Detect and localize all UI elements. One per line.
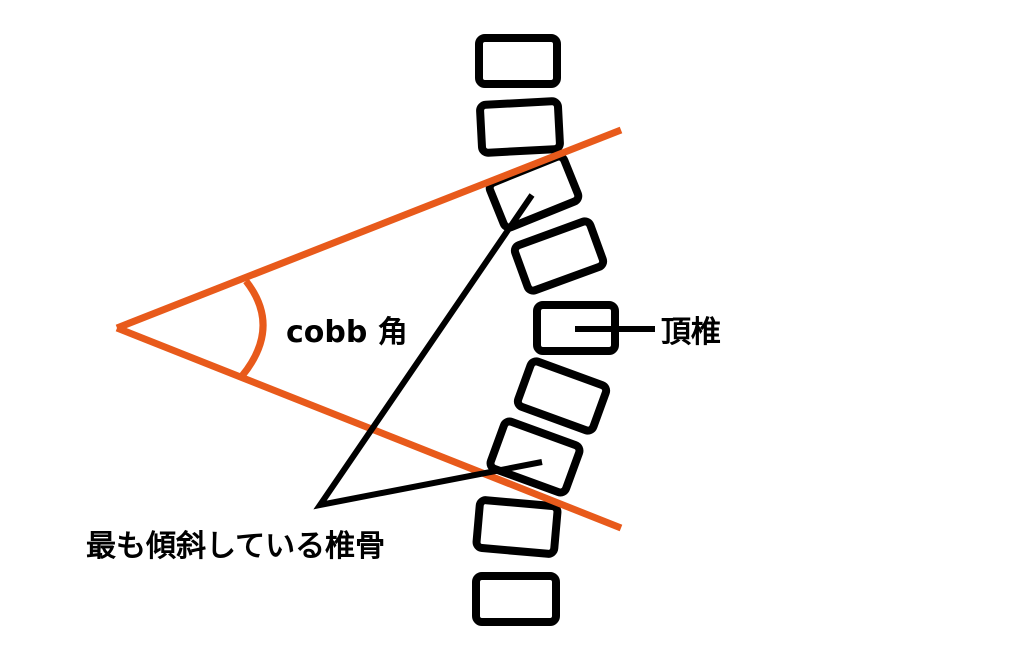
- most-tilted-pointer: [313, 193, 543, 510]
- upper-endplate-line: [115, 126, 623, 332]
- pointer-lines: [313, 193, 655, 510]
- most-tilted-vertebrae-label: 最も傾斜している椎骨: [86, 529, 385, 564]
- vertebra-2: [476, 97, 564, 157]
- apex-vertebra-label: 頂椎: [661, 315, 721, 350]
- cobb-angle-lines: [115, 126, 623, 532]
- vertebra-8: [472, 496, 562, 558]
- cobb-angle-label: cobb 角: [286, 315, 408, 350]
- vertebra-1: [475, 34, 561, 88]
- spine: [472, 34, 619, 626]
- angle-arc: [239, 278, 267, 379]
- vertebra-6: [513, 357, 611, 435]
- lower-endplate-line: [115, 324, 623, 532]
- vertebra-4: [510, 217, 608, 295]
- vertebra-7-lower-tilted: [486, 417, 584, 497]
- vertebra-9: [472, 572, 560, 626]
